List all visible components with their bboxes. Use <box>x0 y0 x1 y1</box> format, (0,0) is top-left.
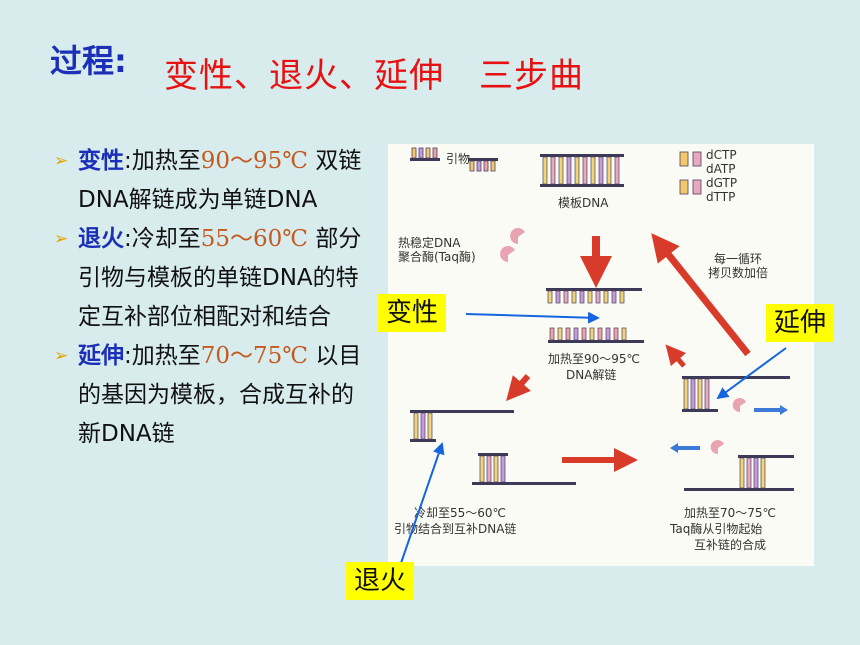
bullet-pre: 冷却至 <box>131 226 201 252</box>
annealed-dna <box>410 410 576 485</box>
extend-label-1: 加热至70～75℃ <box>684 506 777 520</box>
bullet-sep: : <box>124 148 132 174</box>
template-label: 模板DNA <box>558 196 609 210</box>
bullet-anneal: ➢ 退火:冷却至55～60℃ 部分引物与模板的单链DNA的特定互补部位相配对和结… <box>52 220 372 337</box>
cycle-label-1: 每一循环 <box>714 252 763 266</box>
extended-dna <box>670 376 794 491</box>
bullet-temp: 90～95℃ <box>200 148 309 174</box>
bullet-body: 部分引物与模板的单链DNA的特定互补部位相配对和结合 <box>78 226 362 330</box>
anneal-label-1: 冷却至55～60℃ <box>414 506 507 520</box>
bullet-sep: : <box>124 343 132 369</box>
denatured-dna <box>546 288 644 343</box>
bullet-denature: ➢ 变性:加热至90～95℃ 双链DNA解链成为单链DNA <box>52 142 372 220</box>
dntp-label-datp: dATP <box>706 162 736 176</box>
arrow-bullet-icon: ➢ <box>54 346 69 366</box>
bullet-term: 延伸 <box>78 343 124 369</box>
polymerase-label-2: 聚合酶(Taq酶) <box>398 250 476 264</box>
bullet-temp: 55～60℃ <box>200 226 309 252</box>
bullet-body: 以目的基因为模板，合成互补的新DNA链 <box>78 343 362 447</box>
extend-label-3: 互补链的合成 <box>694 538 767 552</box>
denature-label-2: DNA解链 <box>566 368 617 382</box>
anneal-label-2: 引物结合到互补DNA链 <box>394 522 517 536</box>
pcr-diagram: 引物 模板DNA dCTP dATP dGTP dTTP 热稳定DNA 聚合酶(… <box>388 144 814 566</box>
bullet-pre: 加热至 <box>131 343 201 369</box>
template-dna-icon <box>540 154 624 187</box>
primer-icon <box>410 147 498 172</box>
bullet-term: 变性 <box>78 148 124 174</box>
arrow-bullet-icon: ➢ <box>54 229 69 249</box>
extend-label-2: Taq酶从引物起始 <box>670 522 763 536</box>
polymerase-label-1: 热稳定DNA <box>398 236 461 250</box>
dntp-label-dgtp: dGTP <box>706 176 738 190</box>
dntp-label-dttp: dTTP <box>706 190 736 204</box>
title-steps: 变性、退火、延伸 三步曲 <box>164 56 584 96</box>
cycle-arrows <box>506 233 751 472</box>
cycle-label-2: 拷贝数加倍 <box>708 266 769 280</box>
dntp-icons <box>679 151 702 195</box>
pcr-diagram-graphics <box>410 147 794 491</box>
denature-label-1: 加热至90～95℃ <box>548 352 641 366</box>
callout-denature: 变性 <box>378 294 447 332</box>
callout-extend: 延伸 <box>766 304 835 342</box>
bullet-temp: 70～75℃ <box>200 343 309 369</box>
bullet-term: 退火 <box>78 226 124 252</box>
bullet-sep: : <box>124 226 132 252</box>
bullet-body: 双链DNA解链成为单链DNA <box>78 148 362 213</box>
bullet-pre: 加热至 <box>131 148 201 174</box>
bullet-extend: ➢ 延伸:加热至70～75℃ 以目的基因为模板，合成互补的新DNA链 <box>52 337 372 454</box>
primer-label: 引物 <box>446 152 471 166</box>
arrow-bullet-icon: ➢ <box>54 151 69 171</box>
dntp-label-dctp: dCTP <box>706 148 737 162</box>
callout-anneal: 退火 <box>346 562 415 600</box>
polymerase-icon <box>500 228 525 262</box>
bullet-list: ➢ 变性:加热至90～95℃ 双链DNA解链成为单链DNA ➢ 退火:冷却至55… <box>52 142 372 454</box>
title-lead: 过程: <box>50 42 127 80</box>
